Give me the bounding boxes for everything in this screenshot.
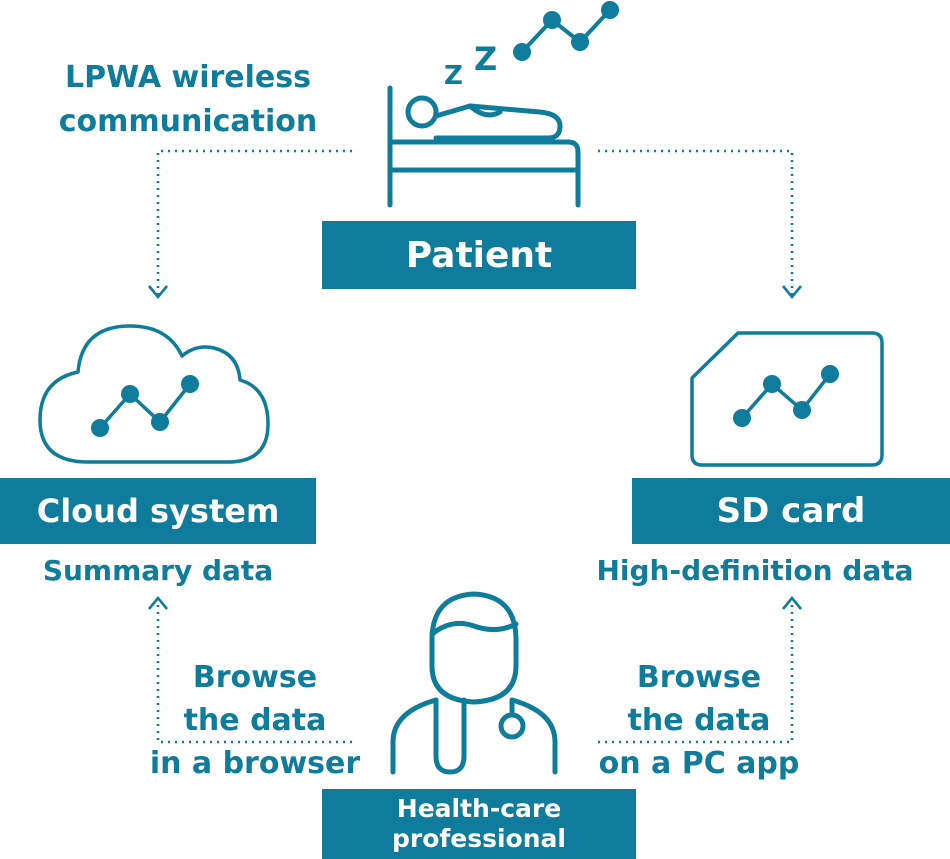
lpwa-label: LPWA wireless communication bbox=[30, 56, 346, 144]
arrowhead-down-sd-icon bbox=[781, 285, 803, 300]
browse-pc-line1: Browse bbox=[636, 660, 762, 695]
dotted-arrow-line bbox=[598, 149, 794, 296]
connector-professional-to-sd bbox=[598, 600, 794, 744]
dotted-arrow-line bbox=[598, 600, 794, 744]
sd-card-label: SD card bbox=[716, 491, 866, 531]
patient-trend-icon bbox=[513, 1, 619, 61]
professional-label-line2: professional bbox=[392, 824, 566, 853]
lpwa-label-line1: LPWA wireless bbox=[65, 60, 311, 95]
sd-card-chart-icon bbox=[690, 331, 884, 467]
health-care-professional-box: Health-care professional bbox=[322, 789, 636, 859]
sleep-z-small: Z bbox=[444, 61, 463, 91]
browse-pc-line3: on a PC app bbox=[598, 746, 800, 781]
browse-browser-line1: Browse bbox=[192, 660, 318, 695]
dotted-arrow-line bbox=[156, 149, 352, 296]
connector-professional-to-cloud bbox=[156, 600, 352, 744]
cloud-chart-icon bbox=[38, 324, 270, 464]
sd-card-box: SD card bbox=[632, 478, 950, 544]
sleep-z-large: Z bbox=[474, 40, 497, 78]
connector-patient-to-sd bbox=[598, 149, 794, 296]
professional-label-line1: Health-care bbox=[396, 794, 562, 823]
browse-in-browser-label: Browse the data in a browser bbox=[130, 656, 380, 785]
doctor-stethoscope-icon bbox=[390, 591, 558, 775]
connector-patient-to-cloud bbox=[156, 149, 352, 296]
browse-on-pc-app-label: Browse the data on a PC app bbox=[574, 656, 824, 785]
cloud-subtitle: Summary data bbox=[42, 554, 274, 587]
cloud-system-label: Cloud system bbox=[36, 492, 280, 530]
patient-label: Patient bbox=[405, 234, 553, 276]
arrowhead-up-sd-icon bbox=[781, 595, 803, 610]
browse-pc-line2: the data bbox=[627, 703, 771, 738]
arrowhead-down-cloud-icon bbox=[147, 285, 169, 300]
arrowhead-up-cloud-icon bbox=[147, 595, 169, 610]
patient-box: Patient bbox=[322, 221, 636, 289]
sleep-z-letters: Z Z bbox=[444, 40, 497, 91]
dotted-arrow-line bbox=[156, 600, 352, 744]
cloud-system-box: Cloud system bbox=[0, 478, 316, 544]
browse-browser-line2: the data bbox=[183, 703, 327, 738]
lpwa-label-line2: communication bbox=[58, 104, 318, 139]
browse-browser-line3: in a browser bbox=[149, 746, 361, 781]
sleeping-patient-bed-icon bbox=[387, 85, 581, 208]
sd-card-subtitle: High-definition data bbox=[596, 554, 914, 587]
